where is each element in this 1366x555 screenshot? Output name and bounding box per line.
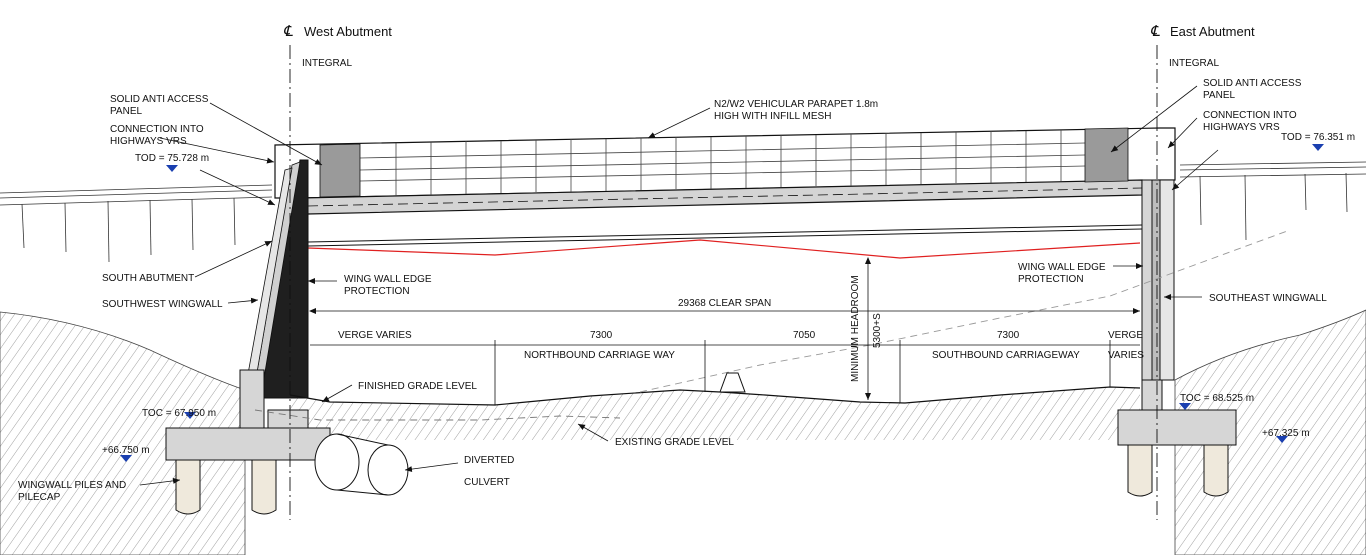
parapet-label-1: N2/W2 VEHICULAR PARAPET 1.8m bbox=[714, 99, 878, 110]
existing-grade-line bbox=[254, 409, 621, 421]
dimension-lines bbox=[309, 257, 1140, 405]
level-markers bbox=[120, 144, 1324, 462]
headroom-label-1: MINIMUM HEADROOM bbox=[850, 275, 861, 382]
east-abutment-type: INTEGRAL bbox=[1169, 58, 1219, 69]
parapet-mesh bbox=[359, 130, 1086, 196]
finished-grade-line bbox=[289, 386, 1141, 406]
east-connection-label-2: HIGHWAYS VRS bbox=[1203, 122, 1280, 133]
east-tod-label: TOD = 76.351 m bbox=[1281, 132, 1355, 143]
piles-label-1: WINGWALL PILES AND bbox=[18, 480, 126, 491]
southbound-label: SOUTHBOUND CARRIAGEWAY bbox=[932, 350, 1080, 361]
west-solid-panel-label-2: PANEL bbox=[110, 106, 142, 117]
east-solid-panel-label-2: PANEL bbox=[1203, 90, 1235, 101]
central-barrier bbox=[719, 372, 746, 393]
bridge-deck bbox=[274, 127, 1176, 259]
east-centreline-symbol: ℄ bbox=[1150, 22, 1160, 40]
headroom-label-2: 5300+S bbox=[872, 313, 883, 348]
east-abutment-structure bbox=[1117, 179, 1237, 446]
sb-width-label: 7300 bbox=[997, 330, 1020, 341]
west-abutment-type: INTEGRAL bbox=[302, 58, 352, 69]
finished-grade-label: FINISHED GRADE LEVEL bbox=[358, 381, 477, 392]
west-approach bbox=[0, 184, 273, 263]
median-width-label: 7050 bbox=[793, 330, 816, 341]
west-solid-panel-label-1: SOLID ANTI ACCESS bbox=[110, 94, 209, 105]
parapet-label-2: HIGH WITH INFILL MESH bbox=[714, 111, 831, 122]
clear-span-label: 29368 CLEAR SPAN bbox=[678, 298, 771, 309]
east-anti-access-panel bbox=[1084, 127, 1129, 183]
verge-east-label-1: VERGE bbox=[1108, 330, 1143, 341]
west-tod-label: TOD = 75.728 m bbox=[135, 153, 209, 164]
northbound-label: NORTHBOUND CARRIAGE WAY bbox=[524, 350, 675, 361]
southwest-wingwall-label: SOUTHWEST WINGWALL bbox=[102, 299, 223, 310]
west-connection-label-1: CONNECTION INTO bbox=[110, 124, 204, 135]
culvert-label-2: CULVERT bbox=[464, 477, 510, 488]
east-wing-edge-label-2: PROTECTION bbox=[1018, 274, 1084, 285]
west-centreline-symbol: ℄ bbox=[283, 22, 293, 40]
west-wing-edge-label-2: PROTECTION bbox=[344, 286, 410, 297]
east-wing-edge-label-1: WING WALL EDGE bbox=[1018, 262, 1106, 273]
nb-width-label: 7300 bbox=[590, 330, 613, 341]
piles bbox=[175, 444, 1229, 515]
east-pilecap-level: +67.325 m bbox=[1262, 428, 1310, 439]
piles-label-2: PILECAP bbox=[18, 492, 61, 503]
south-abutment-label: SOUTH ABUTMENT bbox=[102, 273, 194, 284]
west-toc-label: TOC = 67.950 m bbox=[142, 408, 216, 419]
southeast-wingwall-label: SOUTHEAST WINGWALL bbox=[1209, 293, 1327, 304]
existing-grade-label: EXISTING GRADE LEVEL bbox=[615, 437, 734, 448]
east-abutment-title: East Abutment bbox=[1170, 24, 1255, 39]
west-abutment-title: West Abutment bbox=[304, 24, 392, 39]
east-solid-panel-label-1: SOLID ANTI ACCESS bbox=[1203, 78, 1302, 89]
ground-hatching bbox=[0, 309, 1366, 555]
west-anti-access-panel bbox=[319, 143, 361, 198]
east-toc-label: TOC = 68.525 m bbox=[1180, 393, 1254, 404]
west-abutment-structure bbox=[165, 159, 331, 461]
east-connection-label-1: CONNECTION INTO bbox=[1203, 110, 1297, 121]
culvert-label-1: DIVERTED bbox=[464, 455, 514, 466]
verge-west-label: VERGE VARIES bbox=[338, 330, 412, 341]
east-approach bbox=[1179, 161, 1366, 241]
west-wing-edge-label-1: WING WALL EDGE bbox=[344, 274, 432, 285]
existing-grade-line-east bbox=[639, 229, 1291, 393]
verge-east-label-2: VARIES bbox=[1108, 350, 1144, 361]
west-pilecap-level: +66.750 m bbox=[102, 445, 150, 456]
leader-lines bbox=[139, 85, 1219, 486]
diverted-culvert-shape bbox=[314, 433, 409, 496]
west-connection-label-2: HIGHWAYS VRS bbox=[110, 136, 187, 147]
